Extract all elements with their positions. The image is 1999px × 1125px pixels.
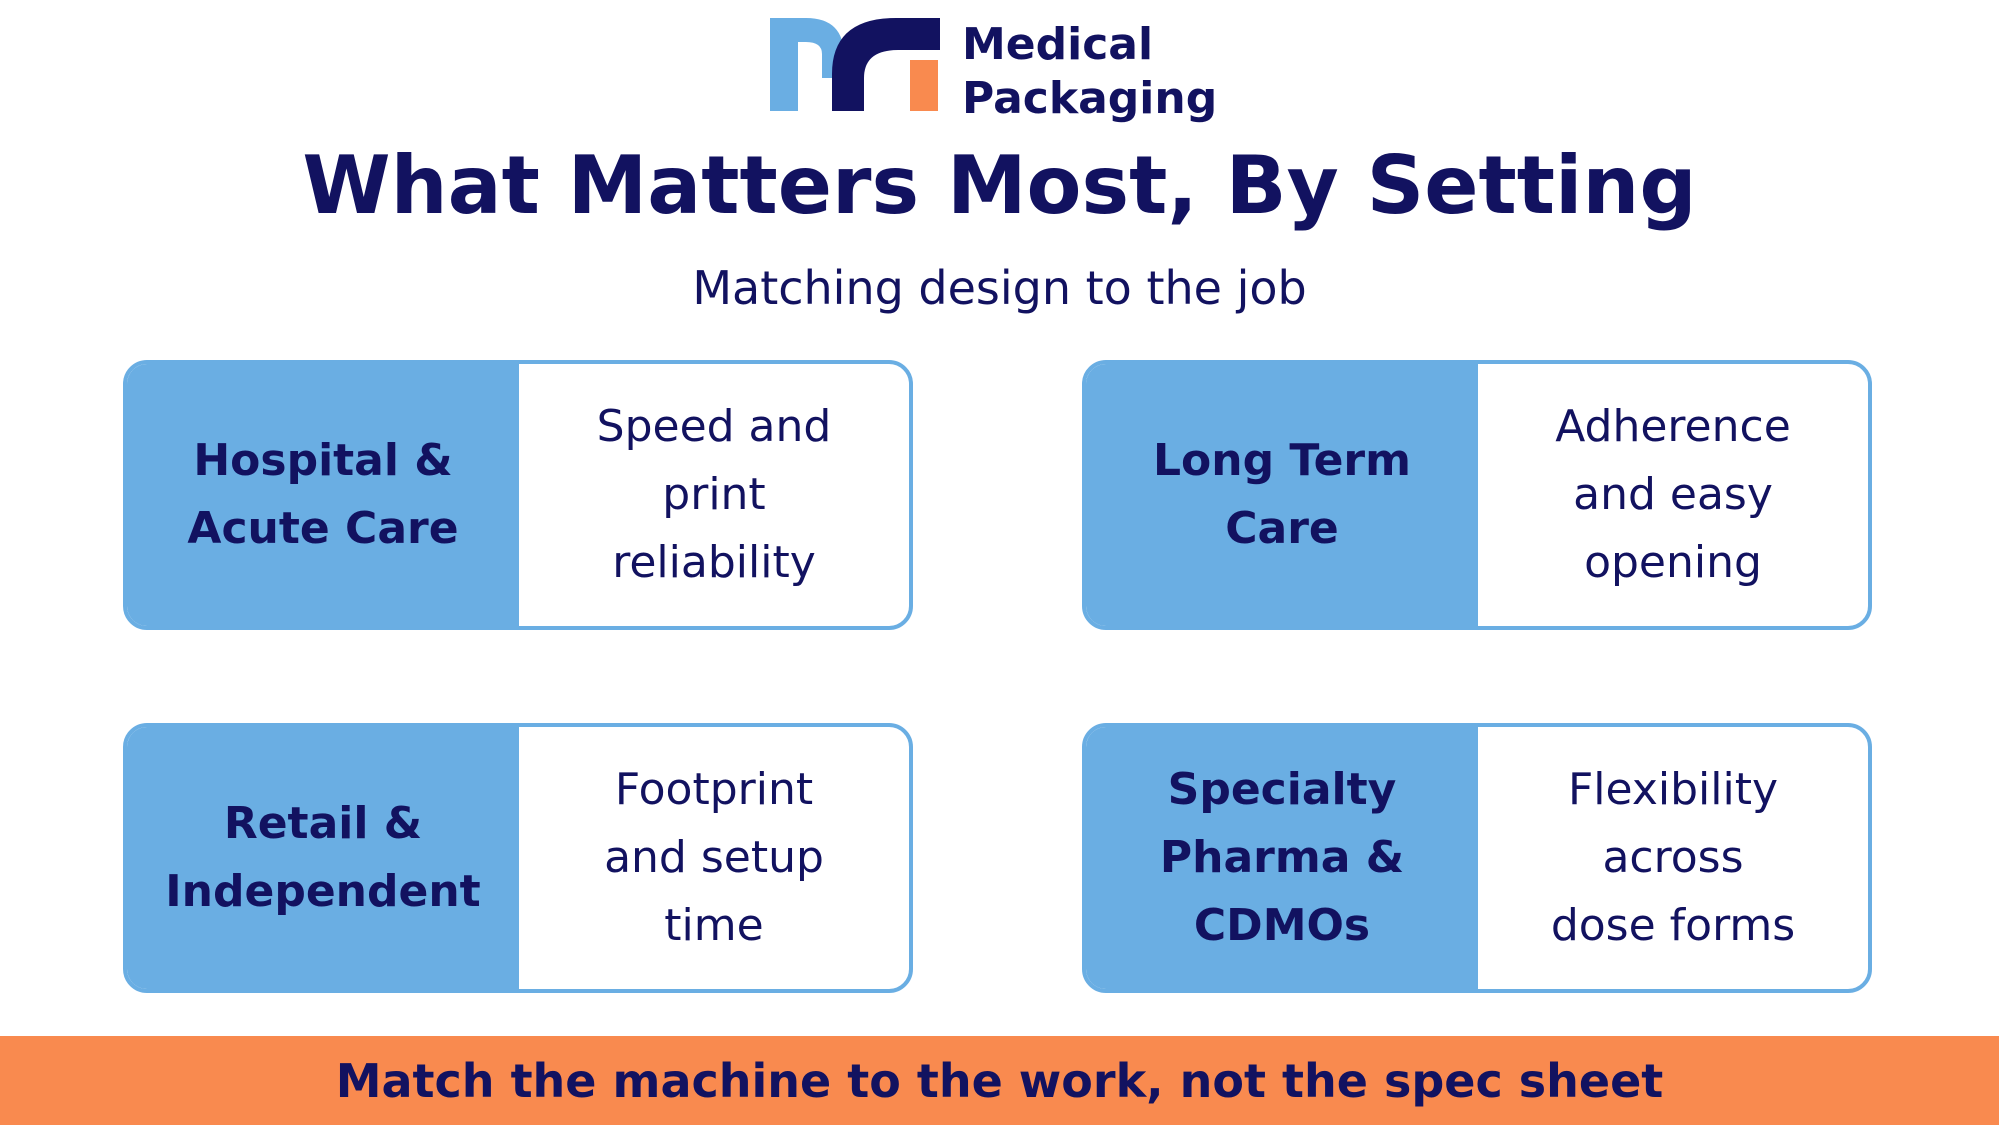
- setting-card-hospital: Hospital & Acute Care Speed and print re…: [123, 360, 913, 630]
- card-label: Specialty Pharma & CDMOs: [1086, 727, 1478, 989]
- logo-mark-icon: [770, 18, 940, 111]
- footer-banner: Match the machine to the work, not the s…: [0, 1036, 1999, 1125]
- card-description: Speed and print reliability: [596, 401, 832, 588]
- setting-card-long-term-care: Long Term Care Adherence and easy openin…: [1082, 360, 1872, 630]
- card-description: Footprint and setup time: [604, 764, 824, 951]
- page-title: What Matters Most, By Setting: [302, 139, 1697, 232]
- card-label: Long Term Care: [1086, 364, 1478, 626]
- brand-name: Medical Packaging: [962, 18, 1217, 126]
- setting-card-retail: Retail & Independent Footprint and setup…: [123, 723, 913, 993]
- page-subtitle: Matching design to the job: [692, 261, 1307, 315]
- card-description: Flexibility across dose forms: [1550, 764, 1796, 951]
- card-label: Hospital & Acute Care: [127, 364, 519, 626]
- brand-name-line1: Medical: [962, 19, 1154, 70]
- card-label: Retail & Independent: [127, 727, 519, 989]
- brand-name-line2: Packaging: [962, 73, 1218, 124]
- card-description: Adherence and easy opening: [1555, 401, 1791, 588]
- setting-card-specialty-pharma: Specialty Pharma & CDMOs Flexibility acr…: [1082, 723, 1872, 993]
- brand-logo: Medical Packaging: [768, 16, 1238, 124]
